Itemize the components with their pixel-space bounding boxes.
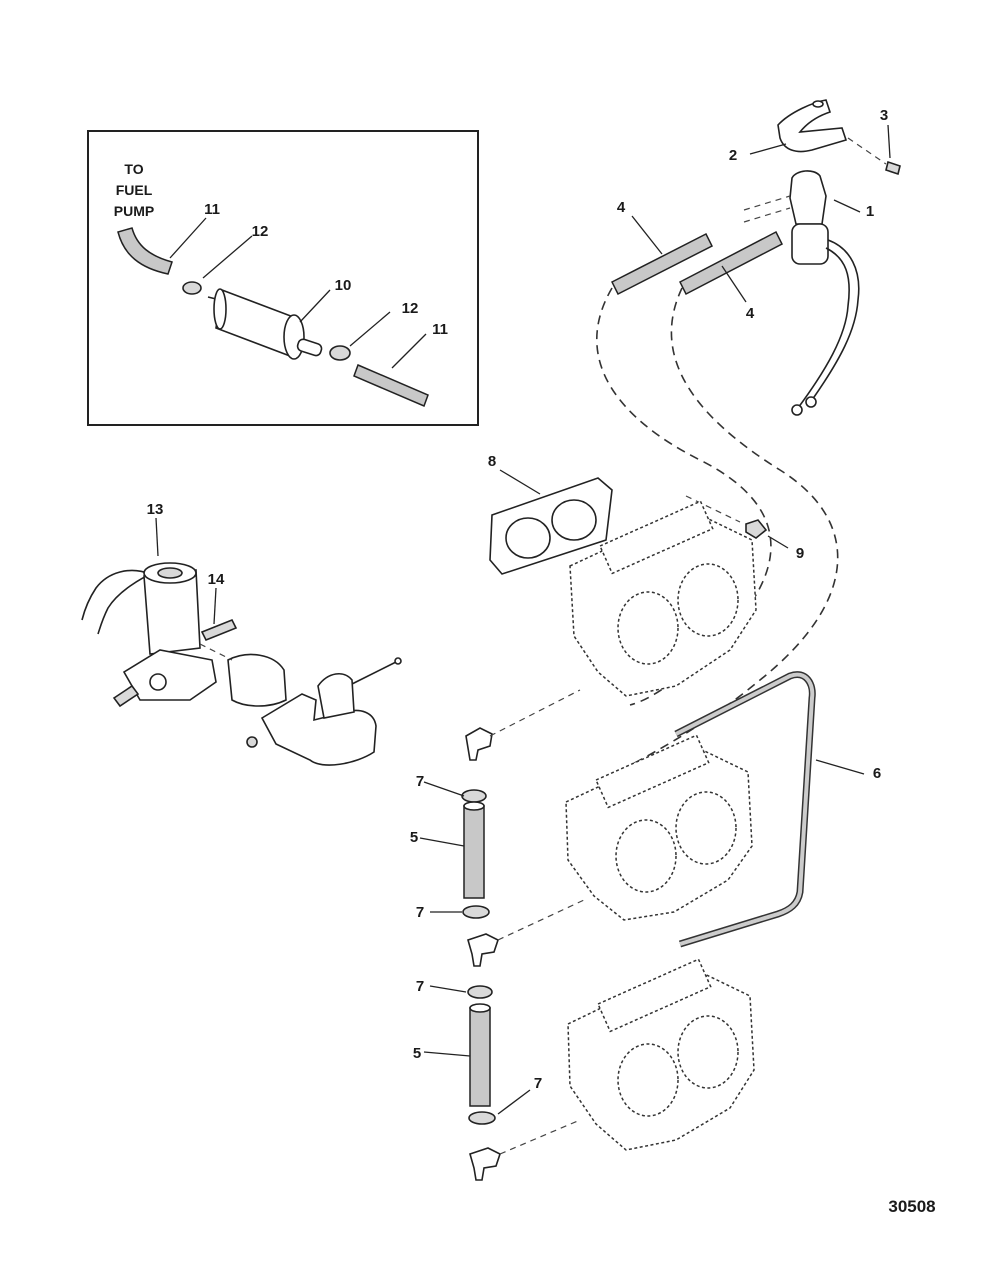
elbow-fitting-top — [465, 727, 493, 761]
elbow-fitting-bottom — [469, 1147, 501, 1181]
callout-6: 6 — [873, 765, 881, 782]
callout-10: 10 — [335, 277, 352, 294]
callout-13: 13 — [147, 501, 164, 518]
clamp-7-c — [467, 985, 493, 999]
callout-7-c: 7 — [416, 978, 424, 995]
callout-7-d: 7 — [534, 1075, 542, 1092]
callout-14: 14 — [208, 571, 225, 588]
callout-4-left: 4 — [617, 199, 626, 216]
figure-id: 30508 — [888, 1197, 935, 1216]
dashed-line-right — [611, 287, 839, 776]
fuel-hose-5-lower — [469, 1007, 491, 1107]
callout-1: 1 — [866, 203, 874, 220]
callout-12-inset-left: 12 — [252, 223, 269, 240]
inset-note-line-1: TO — [124, 161, 143, 177]
fuel-hose-5-upper — [463, 805, 485, 899]
pump-clamp-band — [227, 653, 287, 707]
carburetor-middle — [565, 734, 753, 921]
inline-fuel-filter — [207, 288, 323, 360]
carb-nut — [745, 519, 768, 539]
clamp-7-d — [468, 1111, 496, 1125]
callout-4-right: 4 — [746, 305, 755, 322]
clamp-7-b — [462, 905, 490, 919]
pump-fitting-14 — [200, 618, 238, 642]
electric-fuel-pump: 13 14 — [81, 501, 402, 766]
callout-3: 3 — [880, 107, 888, 124]
callout-11-inset-lower: 11 — [432, 321, 448, 338]
carb-gasket: 8 — [488, 453, 613, 575]
bracket-and-sender: 1 2 3 4 4 — [610, 99, 901, 416]
inset-hose-lower — [353, 363, 429, 408]
sender-body — [789, 170, 827, 225]
inset-clamp-left — [182, 281, 202, 295]
pump-mounting-bracket — [260, 693, 377, 766]
clamp-7-a — [461, 789, 487, 803]
hose-4-left — [610, 232, 714, 296]
callout-5-lower: 5 — [413, 1045, 421, 1062]
callout-11-inset-upper: 11 — [204, 201, 220, 218]
sender-wires — [797, 239, 860, 409]
callout-8: 8 — [488, 453, 496, 470]
inset-note-line-2: FUEL — [116, 182, 153, 198]
callout-7-a: 7 — [416, 773, 424, 790]
inset-clamp-right — [329, 345, 351, 361]
carburetor-top — [569, 500, 757, 697]
inset-frame — [87, 130, 479, 426]
callout-12-inset-right: 12 — [402, 300, 419, 317]
callout-5-upper: 5 — [410, 829, 418, 846]
inset-note-line-3: PUMP — [114, 203, 154, 219]
pump-nut — [246, 736, 258, 748]
inset-hose-upper — [117, 227, 173, 275]
hose-4-right — [678, 230, 784, 296]
callout-2: 2 — [729, 147, 737, 164]
mounting-bracket — [777, 99, 848, 153]
screw — [885, 160, 901, 176]
inline-fuel-filter-inset: TO FUEL PUMP 11 12 10 12 11 — [87, 130, 479, 426]
carburetor-bottom — [567, 958, 755, 1151]
tee-fitting-middle — [467, 933, 499, 967]
callout-9: 9 — [796, 545, 804, 562]
pump-inlet-fitting — [112, 684, 140, 708]
callout-7-b: 7 — [416, 904, 424, 921]
